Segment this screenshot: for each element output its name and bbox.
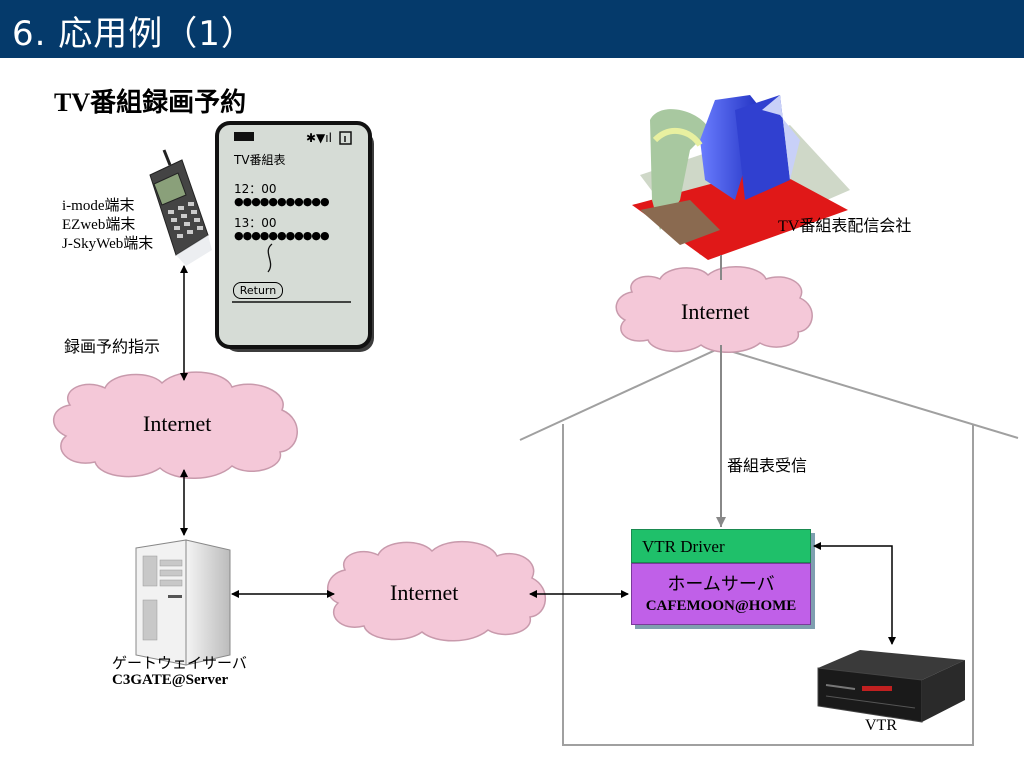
instruction-label: 録画予約指示 [64,339,161,356]
info-icon [339,131,352,145]
signal-icon: ✱▼ıl [306,131,332,145]
mobile-phone-icon [149,149,212,266]
home-server-name: ホームサーバ [667,574,775,595]
gateway-server-icon [135,539,231,666]
internet-cloud-left-label: Internet [143,411,212,436]
broadcaster-building-icon [632,95,850,260]
internet-cloud-middle [327,540,547,642]
home-server-id: CAFEMOON@HOME [645,598,797,614]
internet-cloud-middle-label: Internet [390,580,459,605]
gateway-name-label: ゲートウェイサーバ [112,656,247,672]
phone-screen-title: TV番組表 [234,153,286,167]
phone-time-2: 13：00 [234,216,277,230]
broadcaster-label: TV番組表配信会社 [778,218,912,235]
terminal-label-jskyweb: J-SkyWeb端末 [62,236,154,252]
terminal-label-ezweb: EZweb端末 [62,217,136,233]
phone-time-1: 12：00 [234,182,277,196]
vtr-label: VTR [865,717,897,734]
home-server-box: ホームサーバ CAFEMOON@HOME [631,563,811,625]
page-title: 6. 応用例（1） [12,14,256,54]
internet-cloud-top-right-label: Internet [681,299,750,324]
vtr-device-icon [817,650,965,723]
header-bar: 6. 応用例（1） [0,0,1024,58]
internet-cloud-left [53,371,298,479]
vtr-driver-label: VTR Driver [642,537,725,556]
internet-cloud-top-right [615,265,813,353]
battery-icon [234,132,254,141]
gateway-id-label: C3GATE@Server [112,672,229,688]
phone-dots-1: ●●●●●●●●●●● [234,195,330,208]
section-subtitle: TV番組録画予約 [54,88,247,117]
homeserver-vtr-link [813,542,896,645]
vtr-driver-box: VTR Driver [631,529,811,563]
terminal-label-imode: i-mode端末 [62,198,135,214]
phone-return-button[interactable]: Return [233,282,283,299]
receive-label: 番組表受信 [727,458,808,475]
phone-dots-2: ●●●●●●●●●●● [234,229,330,242]
